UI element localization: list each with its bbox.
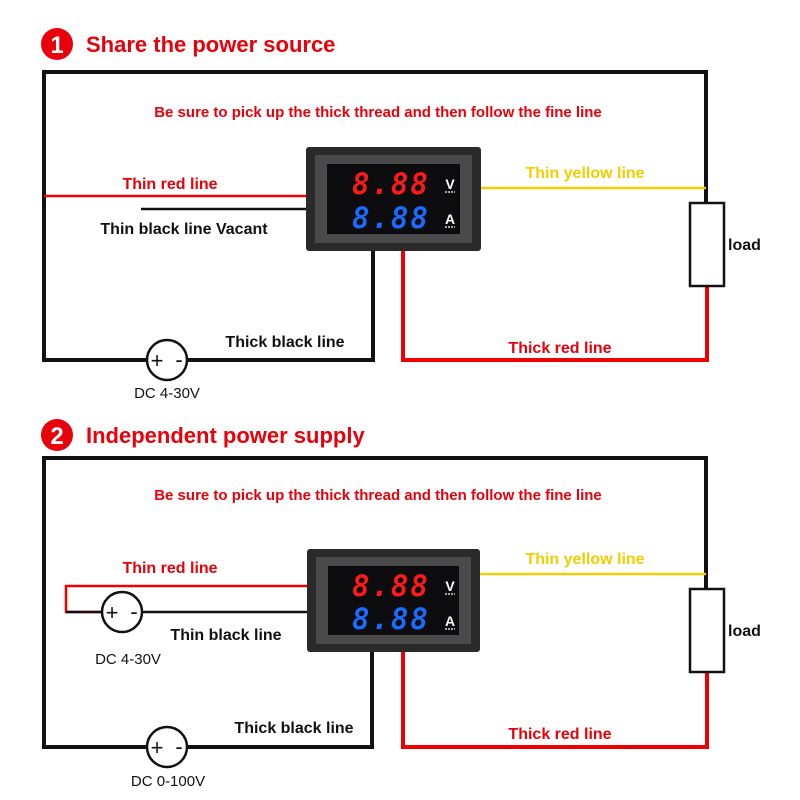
diagram-2-instruction-note: Be sure to pick up the thick thread and … bbox=[154, 487, 602, 504]
meter-screen bbox=[327, 164, 460, 234]
plus-terminal: + bbox=[106, 600, 119, 625]
voltmeter-ammeter-display: 8.88 8.88 V A bbox=[307, 549, 480, 652]
voltmeter-ammeter-display: 8.88 8.88 V A bbox=[306, 147, 481, 251]
thin-red-line-label: Thin red line bbox=[122, 176, 217, 193]
power-source-dc-4-30v: + - DC 4-30V bbox=[134, 338, 200, 402]
step-2-badge bbox=[41, 419, 73, 451]
diagram-2: 2 Independent power supply Be sure to pi… bbox=[41, 419, 761, 790]
source-voltage-label: DC 0-100V bbox=[131, 773, 205, 790]
battery-symbol bbox=[145, 725, 189, 769]
diagram-2-title: Independent power supply bbox=[86, 423, 365, 448]
voltage-reading: 8.88 bbox=[352, 167, 430, 201]
minus-terminal: - bbox=[130, 599, 137, 624]
plus-terminal: + bbox=[151, 735, 164, 760]
minus-terminal: - bbox=[175, 734, 182, 759]
step-1-number: 1 bbox=[50, 32, 63, 59]
thick-red-wire bbox=[401, 251, 709, 362]
step-1-badge bbox=[41, 28, 73, 60]
thick-black-line-label: Thick black line bbox=[225, 334, 344, 351]
amp-unit-label: A bbox=[445, 613, 455, 629]
thin-red-line-label: Thin red line bbox=[122, 560, 217, 577]
plus-terminal: + bbox=[151, 348, 164, 373]
thick-red-line-label: Thick red line bbox=[508, 726, 611, 743]
amp-unit-label: A bbox=[445, 211, 455, 227]
volt-unit-label: V bbox=[445, 176, 455, 192]
diagram-1: 1 Share the power source Be sure to pick… bbox=[41, 28, 761, 402]
thick-red-line-label: Thick red line bbox=[508, 340, 611, 357]
load-label: load bbox=[728, 623, 761, 640]
load-resistor bbox=[688, 587, 726, 674]
aux-power-source-dc-4-30v: + - DC 4-30V bbox=[95, 590, 161, 668]
thin-yellow-line-label: Thin yellow line bbox=[525, 551, 644, 568]
thin-black-line-label: Thin black line Vacant bbox=[100, 221, 268, 238]
voltage-reading: 8.88 bbox=[352, 569, 430, 603]
thick-red-wire bbox=[401, 652, 709, 749]
thick-black-return-wire bbox=[42, 70, 708, 362]
battery-symbol bbox=[100, 590, 144, 634]
source-voltage-label: DC 4-30V bbox=[134, 385, 200, 402]
thin-yellow-line-label: Thin yellow line bbox=[525, 165, 644, 182]
thin-black-line-label: Thin black line bbox=[170, 627, 281, 644]
thick-black-wire bbox=[187, 251, 375, 362]
aux-source-voltage-label: DC 4-30V bbox=[95, 651, 161, 668]
diagram-1-title: Share the power source bbox=[86, 32, 335, 57]
current-reading: 8.88 bbox=[352, 602, 430, 636]
volt-unit-label: V bbox=[445, 578, 455, 594]
thick-black-return-wire bbox=[42, 456, 708, 749]
load-label: load bbox=[728, 237, 761, 254]
minus-terminal: - bbox=[175, 347, 182, 372]
thick-black-line-label: Thick black line bbox=[234, 720, 353, 737]
load-resistor bbox=[688, 201, 726, 288]
meter-screen bbox=[328, 566, 459, 635]
battery-symbol bbox=[145, 338, 189, 382]
step-2-number: 2 bbox=[50, 423, 63, 450]
thick-black-wire bbox=[187, 652, 374, 749]
power-source-dc-0-100v: + - DC 0-100V bbox=[131, 725, 205, 790]
current-reading: 8.88 bbox=[352, 201, 430, 235]
diagram-1-instruction-note: Be sure to pick up the thick thread and … bbox=[154, 104, 602, 121]
